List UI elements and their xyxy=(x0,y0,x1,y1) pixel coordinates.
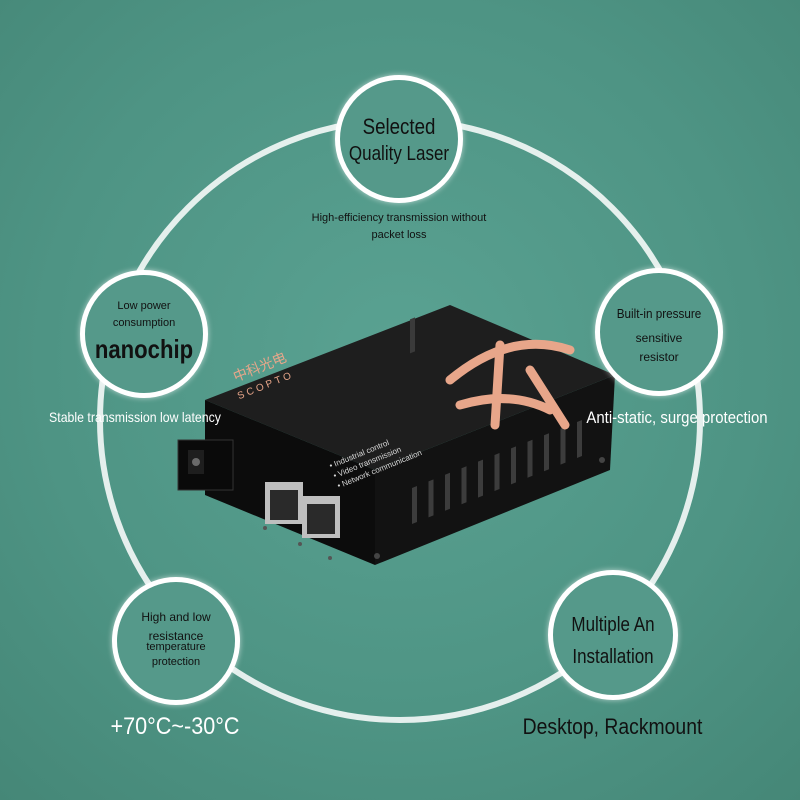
vent-slot xyxy=(428,479,434,518)
laser-caption-line1: High-efficiency transmission without xyxy=(311,212,487,224)
vent-slot xyxy=(527,439,533,478)
laser-caption-line2: packet loss xyxy=(371,229,427,241)
nanochip-feature-circle xyxy=(80,270,208,398)
temperature-line1: High and low xyxy=(141,610,211,624)
nanochip-line1: Low power xyxy=(117,300,171,312)
temperature-line2: resistance xyxy=(148,629,204,643)
temperature-line4: protection xyxy=(151,656,201,668)
pressure-caption: Anti-static, surge protection xyxy=(586,408,768,427)
vent-slot xyxy=(445,472,450,511)
pressure-line3: resistor xyxy=(639,350,679,364)
vent-slot xyxy=(560,426,566,465)
nanochip-title: nanochip xyxy=(94,334,194,364)
installation-line2: Installation xyxy=(572,646,654,668)
pressure-feature-circle xyxy=(595,268,723,396)
vent-slot xyxy=(577,420,582,458)
vent-slot xyxy=(544,433,549,472)
installation-feature-circle xyxy=(548,570,678,700)
temperature-feature-circle xyxy=(112,577,240,705)
nanochip-line2: consumption xyxy=(112,317,176,329)
laser-feature-circle xyxy=(335,75,463,203)
vent-slot xyxy=(461,466,467,505)
laser-title-line2: Quality Laser xyxy=(348,143,450,165)
laser-title-line1: Selected xyxy=(362,114,436,139)
vent-slot xyxy=(494,453,500,491)
temperature-caption: +70°C~-30°C xyxy=(110,713,240,740)
vent-slot xyxy=(478,459,483,498)
installation-line1: Multiple An xyxy=(571,614,655,636)
installation-caption: Desktop, Rackmount xyxy=(522,714,703,739)
pressure-line1: Built-in pressure xyxy=(616,306,702,321)
temperature-line3: temperature xyxy=(146,641,206,653)
pressure-line2: sensitive xyxy=(635,331,683,345)
nanochip-caption: Stable transmission low latency xyxy=(49,409,221,425)
vent-slot xyxy=(412,486,417,524)
vent-slot xyxy=(511,446,516,485)
